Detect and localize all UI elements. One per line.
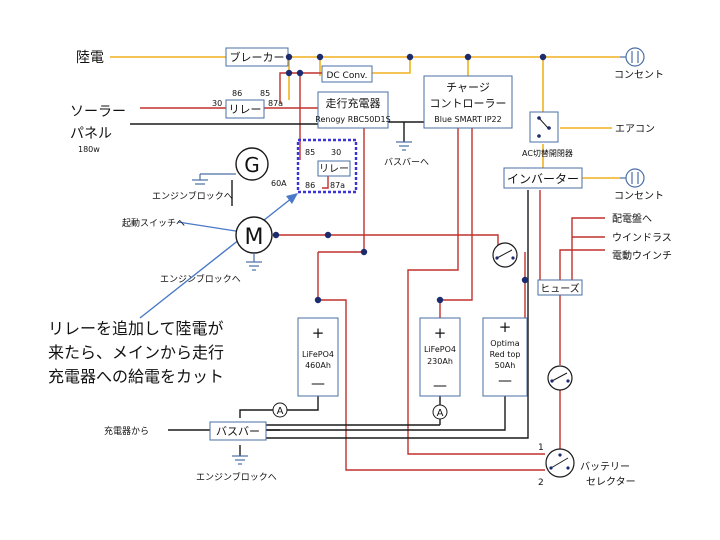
ammeter-2-label: A [437, 408, 444, 419]
solar-watt-label: 180w [78, 145, 100, 154]
annotation-arrow [139, 193, 298, 319]
selector-position-2: 2 [538, 478, 544, 488]
charge-ctrl-line1: チャージ [446, 81, 490, 94]
battery-2: + LiFePO4 230Ah — [419, 317, 461, 397]
battery-3-minus: — [498, 373, 512, 389]
battery-1-line2: 460Ah [305, 361, 331, 370]
solar-label-2: パネル [70, 126, 112, 142]
outlet-1-symbol [620, 47, 645, 67]
charge-ctrl-line2: コントローラー [430, 97, 507, 110]
relay-2-pin-87a: 87a [330, 181, 345, 190]
switch-2 [547, 365, 573, 391]
relay-2-pin-85: 85 [305, 148, 315, 157]
busbar-box: バスバー [209, 421, 267, 441]
ammeter-2: A [432, 404, 448, 420]
fuse-label: ヒューズ [540, 282, 580, 295]
shore-power-label: 陸電 [76, 50, 104, 66]
battery-selector-label-2: セレクター [586, 476, 636, 488]
battery-1-plus: + [312, 324, 325, 342]
generator-symbol: G [235, 147, 269, 181]
dc-conv-label: DC Conv. [326, 71, 367, 81]
junction-dots [272, 53, 547, 304]
start-switch-label: 起動スイッチへ [122, 218, 185, 229]
winch-label: 電動ウインチ [612, 249, 672, 262]
negative-wiring [130, 121, 529, 456]
outlet-1-label: コンセント [614, 69, 664, 81]
battery-3-line3: 50Ah [495, 361, 516, 370]
ammeter-1-label: A [277, 406, 284, 417]
to-panel-label: 配電盤へ [612, 212, 652, 225]
outlet-2-symbol [620, 168, 645, 188]
relay-2-label: リレー [319, 164, 349, 175]
generator-letter: G [244, 153, 260, 177]
from-charger-label: 充電器から [104, 425, 149, 437]
ground-symbol-motor [246, 253, 262, 271]
dc-charger-line2: Renogy RBC50D1S [315, 115, 390, 124]
engine-block-label-1: エンジンブロックへ [152, 190, 233, 202]
selector-position-1: 1 [538, 443, 544, 453]
relay-2-pin-30: 30 [331, 148, 341, 157]
engine-block-label-3: エンジンブロックへ [196, 471, 277, 483]
solar-label-1: ソーラー [70, 104, 126, 120]
fuse-box: ヒューズ [537, 279, 583, 296]
battery-2-line2: 230Ah [427, 357, 453, 366]
relay-2-pin-86: 86 [305, 181, 315, 190]
battery-1: + LiFePO4 460Ah — [297, 317, 339, 397]
amp-60-label: 60A [271, 179, 287, 188]
relay-2-highlight: リレー [296, 138, 358, 194]
breaker-box: ブレーカー [225, 47, 289, 67]
charge-ctrl-line3: Blue SMART IP22 [434, 115, 501, 124]
ground-symbol-busbar [232, 455, 248, 465]
windlass-label: ウインドラス [612, 232, 672, 244]
motor-symbol: M [235, 216, 273, 254]
text-labels: 陸電 ソーラー パネル 180w コンセント コンセント エアコン AC切替開閉… [48, 50, 672, 488]
battery-1-minus: — [311, 376, 325, 392]
dc-converter-box: DC Conv. [321, 65, 373, 83]
battery-2-line1: LiFePO4 [424, 345, 456, 354]
battery-3: + Optima Red top 50Ah — [482, 317, 528, 397]
relay-1-pin-85: 85 [260, 89, 270, 98]
note-line-2: 来たら、メインから走行 [48, 343, 224, 362]
note-line-1: リレーを追加して陸電が [48, 319, 224, 338]
aircon-label: エアコン [615, 124, 655, 135]
busbar-label: バスバー [216, 425, 260, 438]
ammeter-1: A [272, 402, 288, 418]
relay-1-pin-86: 86 [232, 89, 242, 98]
engine-block-label-2: エンジンブロックへ [160, 273, 241, 285]
busbar-to-label: バスバーへ [384, 157, 429, 168]
battery-1-line1: LiFePO4 [302, 350, 334, 359]
breaker-label: ブレーカー [230, 50, 285, 64]
battery-2-minus: — [433, 378, 447, 394]
battery-selector-label-1: バッテリー [580, 461, 630, 473]
relay-1-pin-87a: 87a [268, 99, 283, 108]
motor-letter: M [245, 225, 264, 250]
ground-symbol-generator [192, 173, 236, 185]
ac-wiring [110, 56, 620, 179]
switch-1 [492, 242, 518, 268]
battery-3-line2: Red top [490, 350, 521, 359]
note-line-3: 充電器への給電をカット [48, 367, 224, 386]
ac-switch-box [529, 111, 559, 143]
battery-selector-switch [545, 448, 575, 478]
charge-controller-box: チャージ コントローラー Blue SMART IP22 [423, 75, 513, 129]
dc-charger-box: 走行充電器 Renogy RBC50D1S [315, 91, 391, 129]
positive-wiring [140, 72, 605, 471]
inverter-label: インバーター [507, 172, 579, 186]
relay-1-box: リレー [225, 99, 265, 119]
battery-2-plus: + [434, 324, 447, 342]
battery-3-plus: + [499, 318, 512, 336]
relay-1-pin-30: 30 [212, 99, 222, 108]
inverter-box: インバーター [503, 167, 583, 189]
outlet-2-label: コンセント [614, 190, 664, 202]
relay-1-label: リレー [229, 103, 262, 116]
ground-symbol-busbar-to [396, 141, 412, 151]
dc-charger-line1: 走行充電器 [326, 96, 381, 110]
ac-switch-label: AC切替開閉器 [522, 148, 573, 158]
battery-3-line1: Optima [490, 339, 520, 348]
